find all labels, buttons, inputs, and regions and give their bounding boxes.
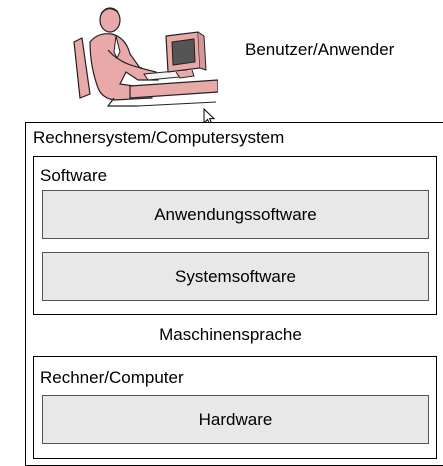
machine-language-label: Maschinensprache [159,325,302,344]
computer-title: Rechner/Computer [40,368,184,387]
computer-system-title: Rechnersystem/Computersystem [33,128,285,147]
system-software-layer: Systemsoftware [42,252,429,301]
person-at-computer-icon [73,7,218,107]
hardware-layer: Hardware [42,395,429,444]
user-label: Benutzer/Anwender [245,40,395,59]
application-software-layer: Anwendungssoftware [42,190,429,239]
software-title: Software [40,166,108,185]
